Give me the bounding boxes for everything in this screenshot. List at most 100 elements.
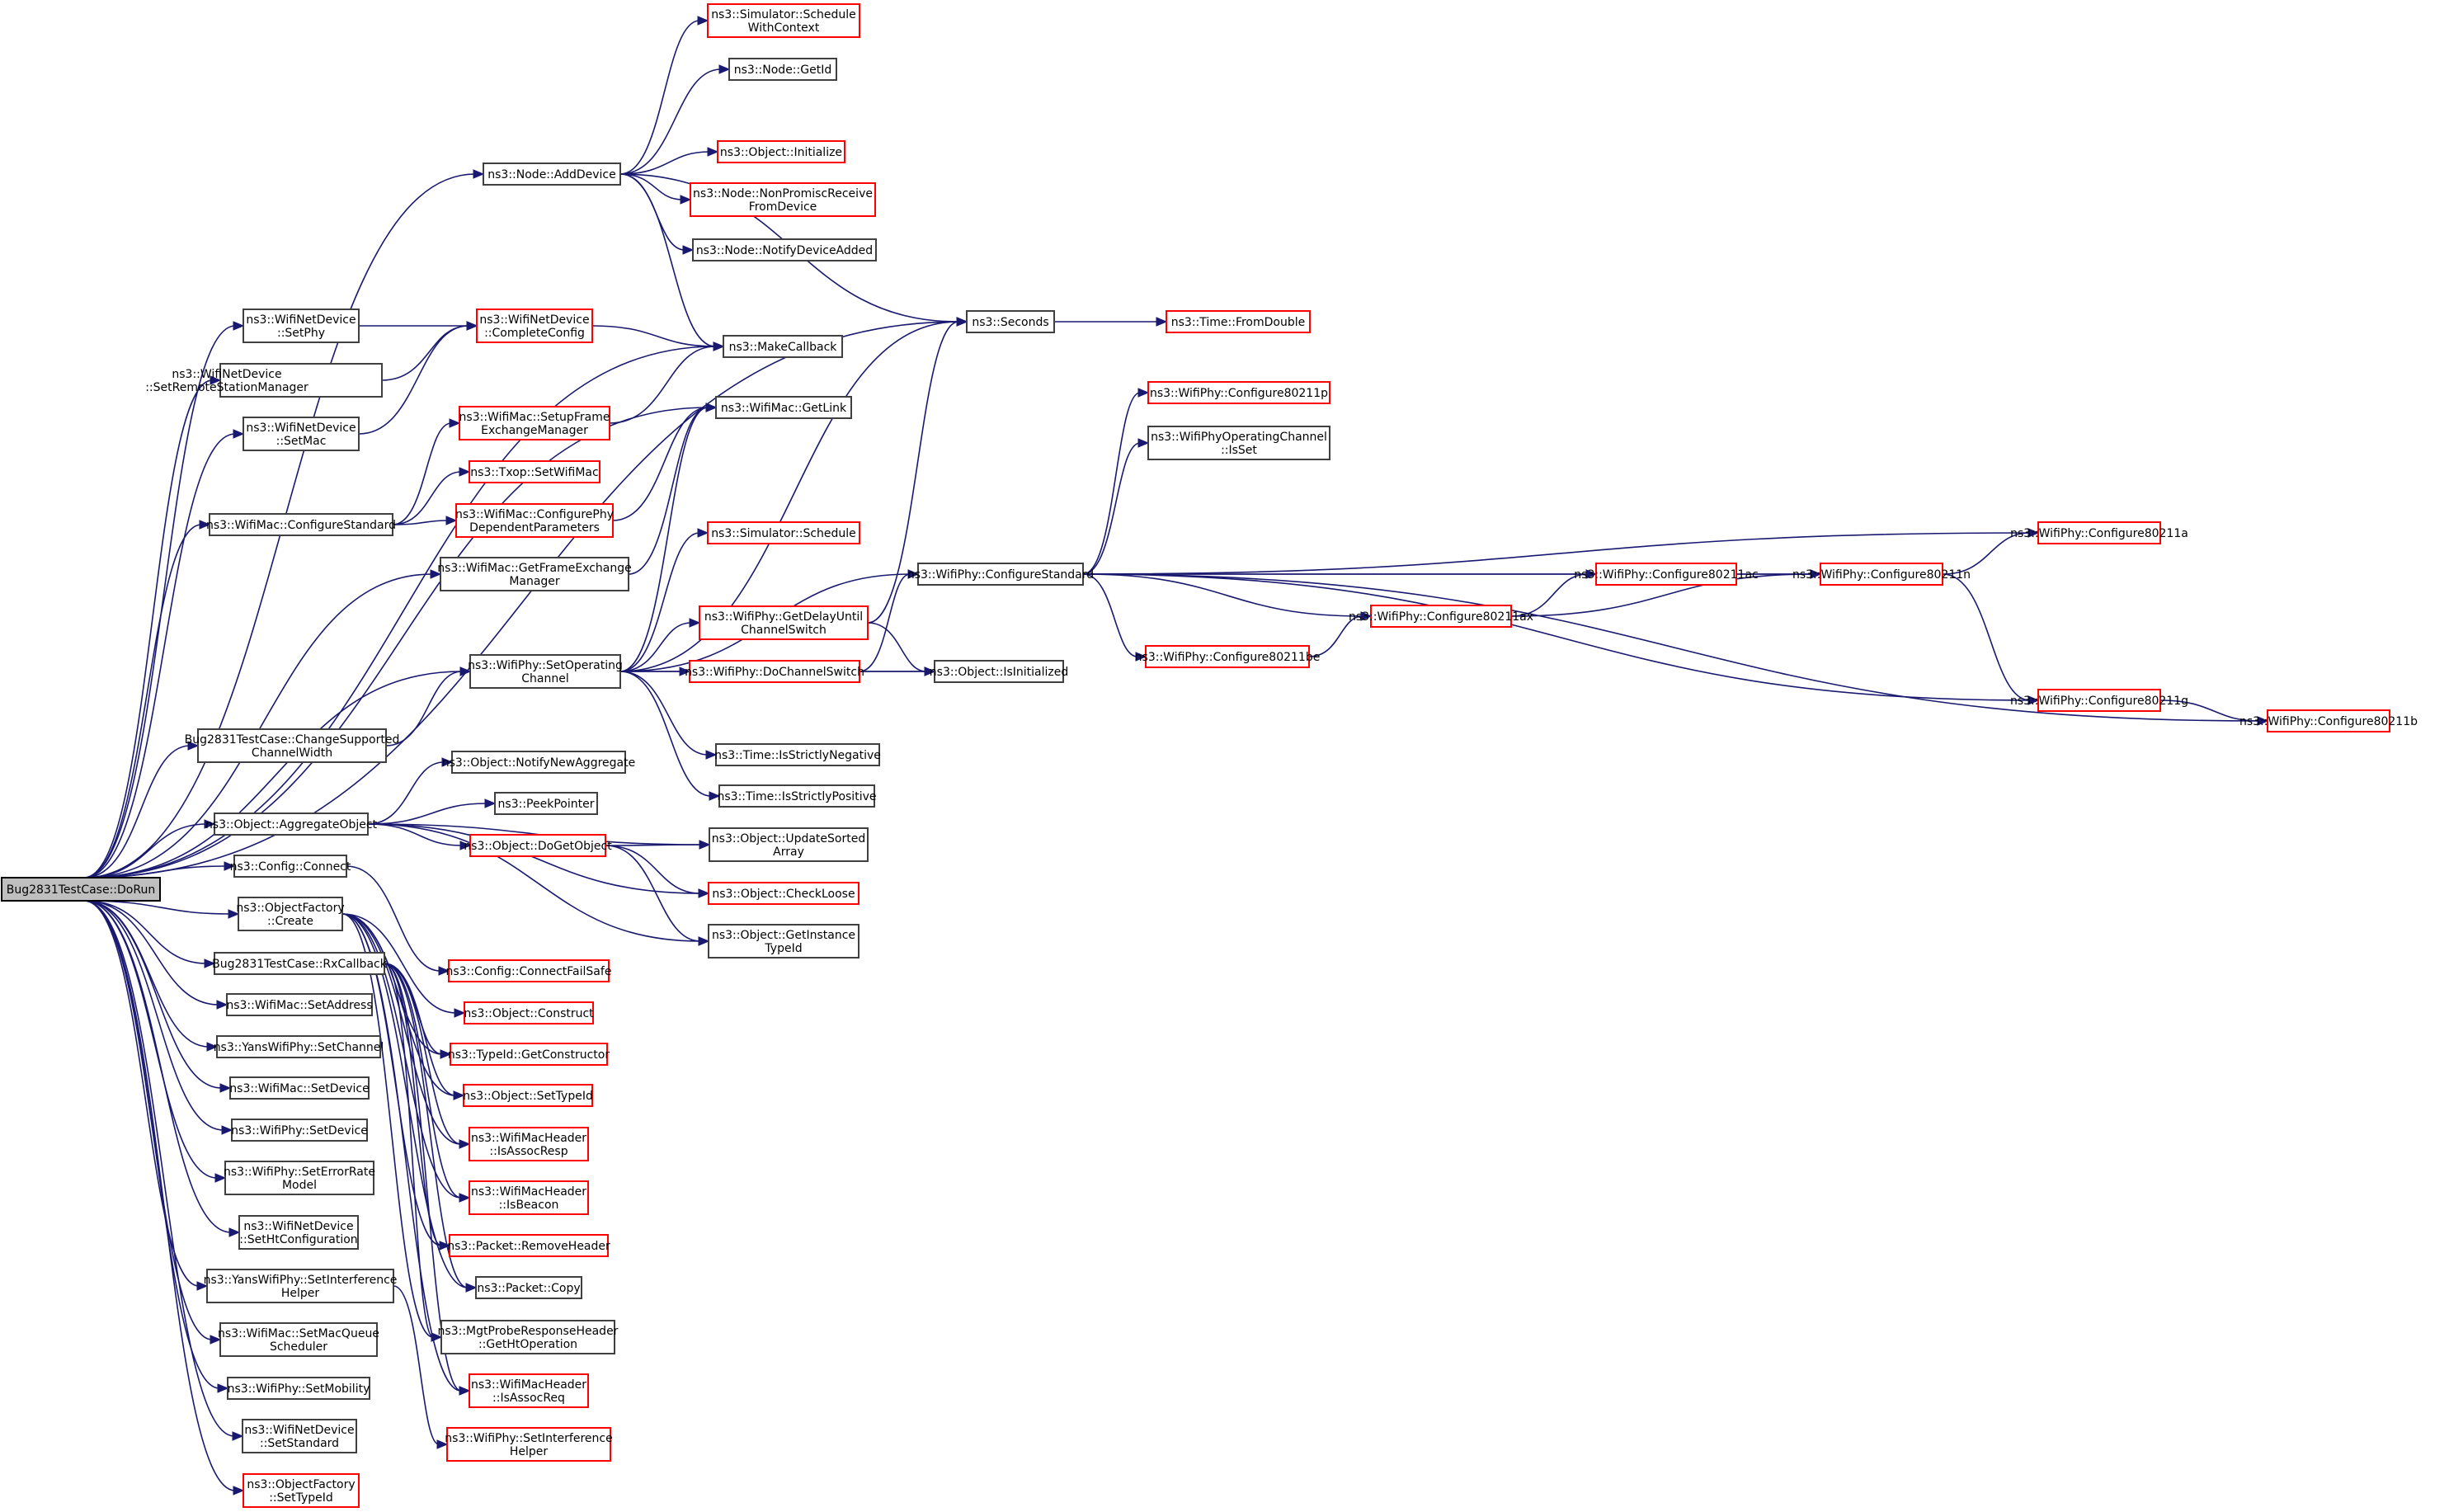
node-ns3-node-adddevice[interactable]: ns3::Node::AddDevice bbox=[483, 163, 621, 186]
node-ns3-wifimac-setdevice[interactable]: ns3::WifiMac::SetDevice bbox=[229, 1076, 370, 1100]
arrowhead bbox=[233, 1486, 245, 1496]
node-ns3-simulator-schedule[interactable]: ns3::Simulator::Schedule bbox=[707, 521, 860, 544]
node-bug2831testcase-dorun[interactable]: Bug2831TestCase::DoRun bbox=[1, 877, 161, 902]
arrowhead bbox=[956, 317, 968, 327]
node-box bbox=[715, 743, 880, 766]
node-ns3-wifimacheader-isassocresp[interactable]: ns3::WifiMacHeader::IsAssocResp bbox=[469, 1127, 589, 1161]
node-ns3-wifiphy-configure80211g[interactable]: ns3::WifiPhy::Configure80211g bbox=[2010, 689, 2188, 712]
node-ns3-wifimacheader-isassocreq[interactable]: ns3::WifiMacHeader::IsAssocReq bbox=[469, 1373, 589, 1408]
node-ns3-wifinetdevice-setstandard[interactable]: ns3::WifiNetDevice::SetStandard bbox=[242, 1419, 357, 1453]
edge-root-to-setMac bbox=[83, 429, 245, 878]
node-box bbox=[494, 792, 598, 815]
node-ns3-wifiphy-configure80211a[interactable]: ns3::WifiPhy::Configure80211a bbox=[2010, 521, 2188, 544]
node-label: ns3::Node::AddDevice bbox=[487, 168, 615, 181]
node-label: Bug2831TestCase::ChangeSupported bbox=[185, 733, 400, 747]
node-label: ::SetPhy bbox=[277, 327, 325, 340]
node-ns3-wifinetdevice-setremotestationmanager[interactable]: ns3::WifiNetDevice::SetRemoteStationMana… bbox=[145, 363, 383, 398]
node-ns3-wifimacheader-isbeacon[interactable]: ns3::WifiMacHeader::IsBeacon bbox=[469, 1180, 589, 1215]
node-ns3-wifimac-setaddress[interactable]: ns3::WifiMac::SetAddress bbox=[226, 993, 373, 1016]
node-label: ns3::YansWifiPhy::SetChannel bbox=[214, 1041, 384, 1054]
node-label: ns3::Object::UpdateSorted bbox=[712, 832, 865, 845]
node-label: ns3::Object::Initialize bbox=[720, 146, 842, 159]
node-ns3-object-isinitialized[interactable]: ns3::Object::IsInitialized bbox=[930, 660, 1068, 683]
node-ns3-node-getid[interactable]: ns3::Node::GetId bbox=[728, 58, 837, 81]
arrowhead bbox=[705, 403, 718, 412]
node-box bbox=[1820, 563, 1943, 586]
node-ns3-wifiphy-dochannelswitch[interactable]: ns3::WifiPhy::DoChannelSwitch bbox=[685, 660, 864, 683]
node-ns3-typeid-getconstructor[interactable]: ns3::TypeId::GetConstructor bbox=[448, 1043, 610, 1066]
node-ns3-wifiphy-configure80211ax[interactable]: ns3::WifiPhy::Configure80211ax bbox=[1349, 605, 1533, 628]
node-ns3-yanswifiphy-setchannel[interactable]: ns3::YansWifiPhy::SetChannel bbox=[214, 1035, 384, 1058]
node-ns3-peekpointer[interactable]: ns3::PeekPointer bbox=[494, 792, 598, 815]
node-box bbox=[699, 605, 869, 640]
node-ns3-object-aggregateobject[interactable]: ns3::Object::AggregateObject bbox=[205, 813, 378, 836]
node-ns3-time-isstrictlypositive[interactable]: ns3::Time::IsStrictlyPositive bbox=[718, 784, 877, 808]
node-bug2831testcase-rxcallback[interactable]: Bug2831TestCase::RxCallback bbox=[212, 952, 388, 975]
node-ns3-packet-removeheader[interactable]: ns3::Packet::RemoveHeader bbox=[447, 1234, 610, 1257]
node-box bbox=[243, 417, 360, 451]
node-bug2831testcase-changesupportedchannelwidth[interactable]: Bug2831TestCase::ChangeSupportedChannelW… bbox=[185, 728, 400, 763]
node-ns3-wifinetdevice-completeconfig[interactable]: ns3::WifiNetDevice::CompleteConfig bbox=[476, 309, 593, 343]
node-ns3-object-checkloose[interactable]: ns3::Object::CheckLoose bbox=[708, 882, 860, 905]
node-label: Helper bbox=[281, 1287, 320, 1300]
node-label: ::SetHtConfiguration bbox=[239, 1233, 357, 1246]
node-label: ns3::WifiMac::ConfigureStandard bbox=[206, 519, 396, 532]
node-ns3-object-initialize[interactable]: ns3::Object::Initialize bbox=[717, 140, 845, 163]
node-ns3-wifinetdevice-setphy[interactable]: ns3::WifiNetDevice::SetPhy bbox=[243, 309, 360, 343]
node-label: ns3::Packet::RemoveHeader bbox=[447, 1240, 610, 1253]
node-box bbox=[934, 660, 1064, 683]
node-ns3-wifiphyoperatingchannel-isset[interactable]: ns3::WifiPhyOperatingChannel::IsSet bbox=[1147, 426, 1330, 460]
node-ns3-object-notifynewaggregate[interactable]: ns3::Object::NotifyNewAggregate bbox=[442, 751, 635, 774]
node-ns3-txop-setwifimac[interactable]: ns3::Txop::SetWifiMac bbox=[469, 460, 600, 483]
node-ns3-mgtproberesponseheader-gethtoperation[interactable]: ns3::MgtProbeResponseHeader::GetHtOperat… bbox=[438, 1320, 619, 1354]
node-label: ns3::WifiPhy::SetMobility bbox=[228, 1382, 370, 1396]
node-ns3-wifinetdevice-setmac[interactable]: ns3::WifiNetDevice::SetMac bbox=[243, 417, 360, 451]
node-ns3-config-connectfailsafe[interactable]: ns3::Config::ConnectFailSafe bbox=[446, 959, 612, 982]
node-ns3-objectfactory-create[interactable]: ns3::ObjectFactory::Create bbox=[236, 897, 345, 931]
node-ns3-wifiphy-configure80211b[interactable]: ns3::WifiPhy::Configure80211b bbox=[2239, 709, 2418, 732]
edge-root-to-setHtCfg bbox=[83, 900, 241, 1237]
node-ns3-seconds[interactable]: ns3::Seconds bbox=[966, 310, 1055, 333]
node-ns3-packet-copy[interactable]: ns3::Packet::Copy bbox=[475, 1276, 582, 1299]
node-ns3-wifiphy-configurestandard[interactable]: ns3::WifiPhy::ConfigureStandard bbox=[907, 563, 1094, 586]
node-ns3-time-isstrictlynegative[interactable]: ns3::Time::IsStrictlyNegative bbox=[714, 743, 881, 766]
node-ns3-wifiphy-setmobility[interactable]: ns3::WifiPhy::SetMobility bbox=[227, 1377, 370, 1400]
node-box bbox=[440, 557, 629, 591]
node-ns3-object-construct[interactable]: ns3::Object::Construct bbox=[464, 1001, 594, 1024]
node-ns3-wifiphy-setdevice[interactable]: ns3::WifiPhy::SetDevice bbox=[231, 1119, 368, 1142]
node-label: ns3::Object::DoGetObject bbox=[464, 840, 612, 853]
node-ns3-wifiphy-configure80211ac[interactable]: ns3::WifiPhy::Configure80211ac bbox=[1574, 563, 1759, 586]
node-ns3-object-dogetobject[interactable]: ns3::Object::DoGetObject bbox=[464, 834, 612, 857]
node-box bbox=[451, 751, 626, 774]
node-label: WithContext bbox=[748, 21, 820, 35]
node-ns3-wifimac-getlink[interactable]: ns3::WifiMac::GetLink bbox=[715, 396, 852, 419]
node-ns3-time-fromdouble[interactable]: ns3::Time::FromDouble bbox=[1166, 310, 1311, 333]
node-ns3-node-notifydeviceadded[interactable]: ns3::Node::NotifyDeviceAdded bbox=[692, 238, 877, 261]
edge-doChSw-to-phyCfgStd bbox=[859, 569, 920, 672]
node-label: ns3::WifiNetDevice bbox=[246, 422, 356, 435]
node-ns3-wifiphy-configure80211p[interactable]: ns3::WifiPhy::Configure80211p bbox=[1147, 381, 1330, 404]
node-ns3-wifimac-configurephydependentparameters[interactable]: ns3::WifiMac::ConfigurePhyDependentParam… bbox=[455, 503, 614, 538]
node-ns3-objectfactory-settypeid[interactable]: ns3::ObjectFactory::SetTypeId bbox=[243, 1473, 360, 1508]
node-ns3-wifinetdevice-sethtconfiguration[interactable]: ns3::WifiNetDevice::SetHtConfiguration bbox=[238, 1215, 359, 1250]
node-ns3-config-connect[interactable]: ns3::Config::Connect bbox=[230, 855, 351, 878]
node-ns3-wifimac-configurestandard[interactable]: ns3::WifiMac::ConfigureStandard bbox=[206, 513, 396, 536]
node-ns3-wifiphy-configure80211n[interactable]: ns3::WifiPhy::Configure80211n bbox=[1792, 563, 1971, 586]
edge-rxCb-to-isAssocResp bbox=[384, 963, 471, 1149]
node-ns3-wifiphy-configure80211be[interactable]: ns3::WifiPhy::Configure80211be bbox=[1135, 645, 1321, 668]
node-ns3-makecallback[interactable]: ns3::MakeCallback bbox=[723, 335, 843, 358]
node-ns3-object-settypeid[interactable]: ns3::Object::SetTypeId bbox=[463, 1084, 593, 1107]
node-label: ns3::Packet::Copy bbox=[477, 1282, 580, 1295]
